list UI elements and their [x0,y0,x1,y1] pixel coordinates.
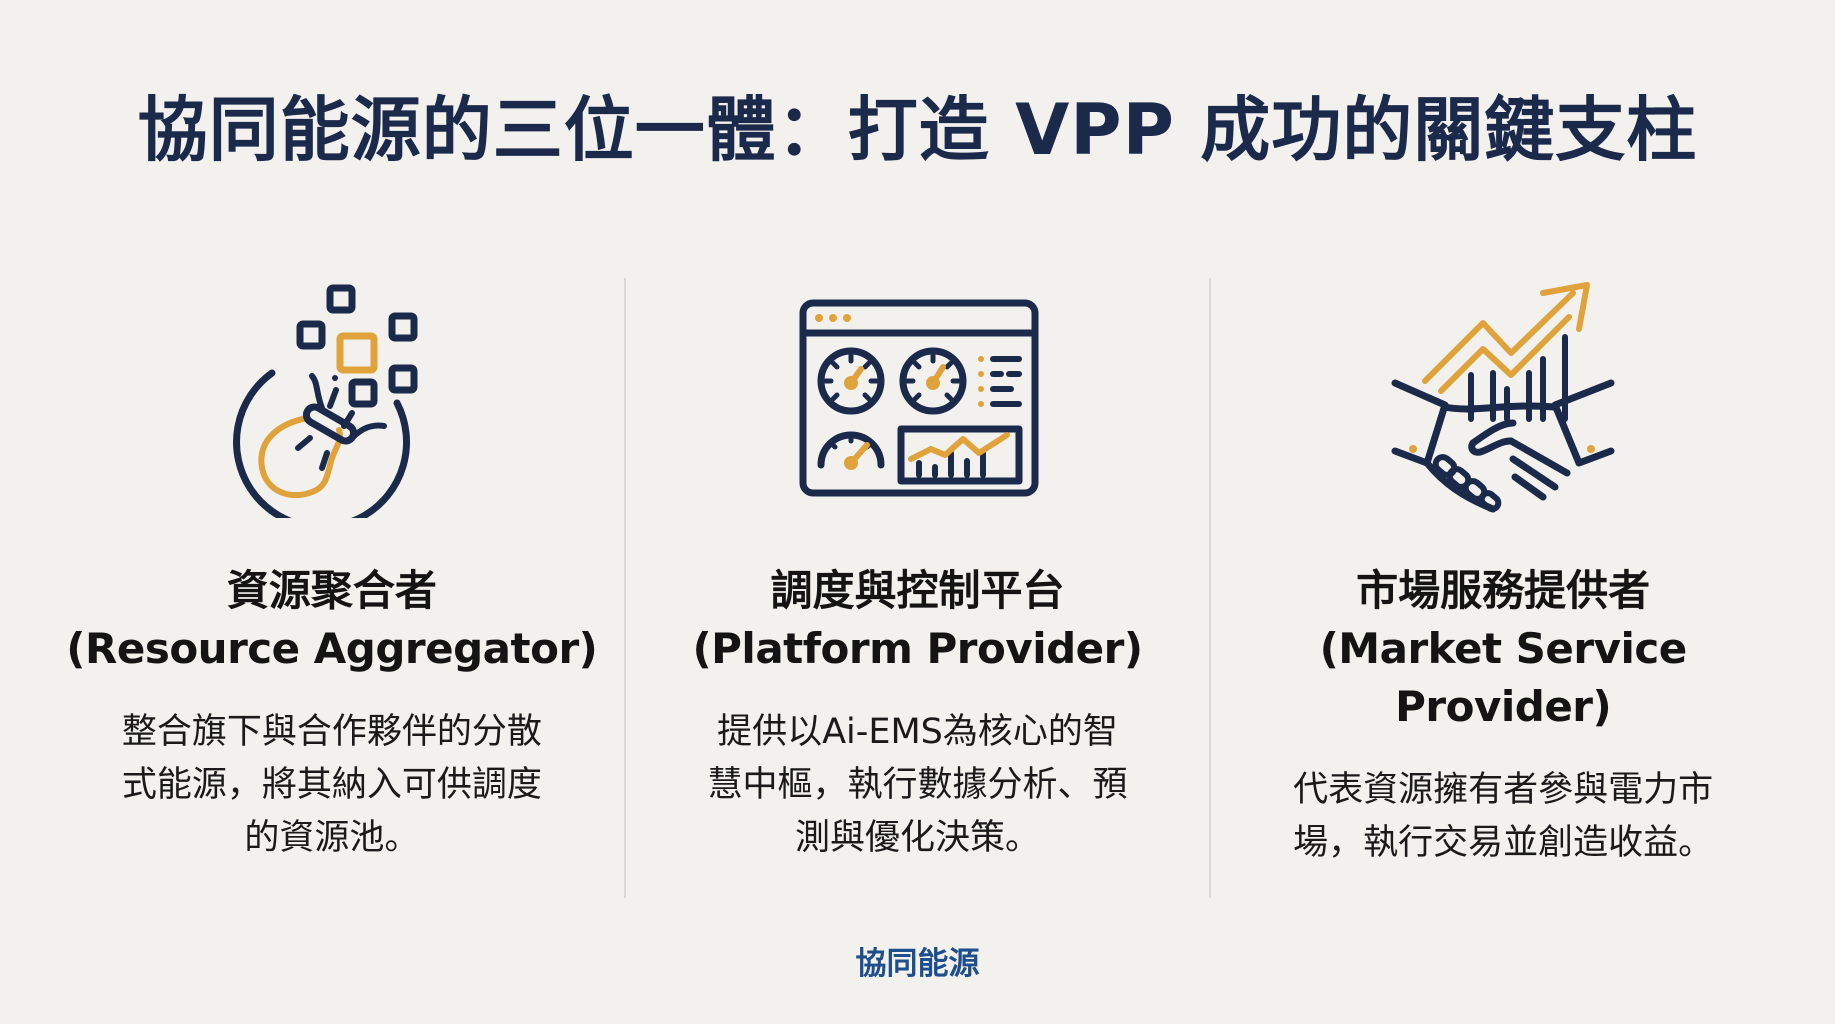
slide-title: 協同能源的三位一體：打造 VPP 成功的關鍵支柱 [137,89,1698,171]
pillar-market-service-provider: 市場服務提供者 (Market Service Provider) 代表資源擁有… [1211,278,1795,898]
footer-brand-label: 協同能源 [855,946,980,982]
pillar-subtitle: (Resource Aggregator) [66,624,598,673]
pillar-description: 提供以Ai-EMS為核心的智慧中樞，執行數據分析、預測與優化決策。 [707,712,1128,858]
pillar-resource-aggregator: 資源聚合者 (Resource Aggregator) 整合旗下與合作夥伴的分散… [40,278,624,898]
pillar-title: 調度與控制平台 [770,566,1065,615]
pillar-platform-provider: 調度與控制平台 (Platform Provider) 提供以Ai-EMS為核心… [626,278,1210,898]
dashboard-icon [793,278,1043,518]
pillar-title: 市場服務提供者 [1356,566,1651,615]
pillar-subtitle: (Market Service Provider) [1319,624,1688,731]
pillar-description: 代表資源擁有者參與電力市場，執行交易並創造收益。 [1293,770,1714,863]
column-divider [1209,278,1212,898]
column-divider [623,278,626,898]
pillar-description: 整合旗下與合作夥伴的分散式能源，將其納入可供調度的資源池。 [121,712,542,858]
resource-bag-icon [207,278,457,518]
pillars-row: 資源聚合者 (Resource Aggregator) 整合旗下與合作夥伴的分散… [40,278,1795,898]
pillar-subtitle: (Platform Provider) [692,624,1143,673]
pillar-title: 資源聚合者 [226,566,437,615]
handshake-growth-icon [1378,278,1628,518]
